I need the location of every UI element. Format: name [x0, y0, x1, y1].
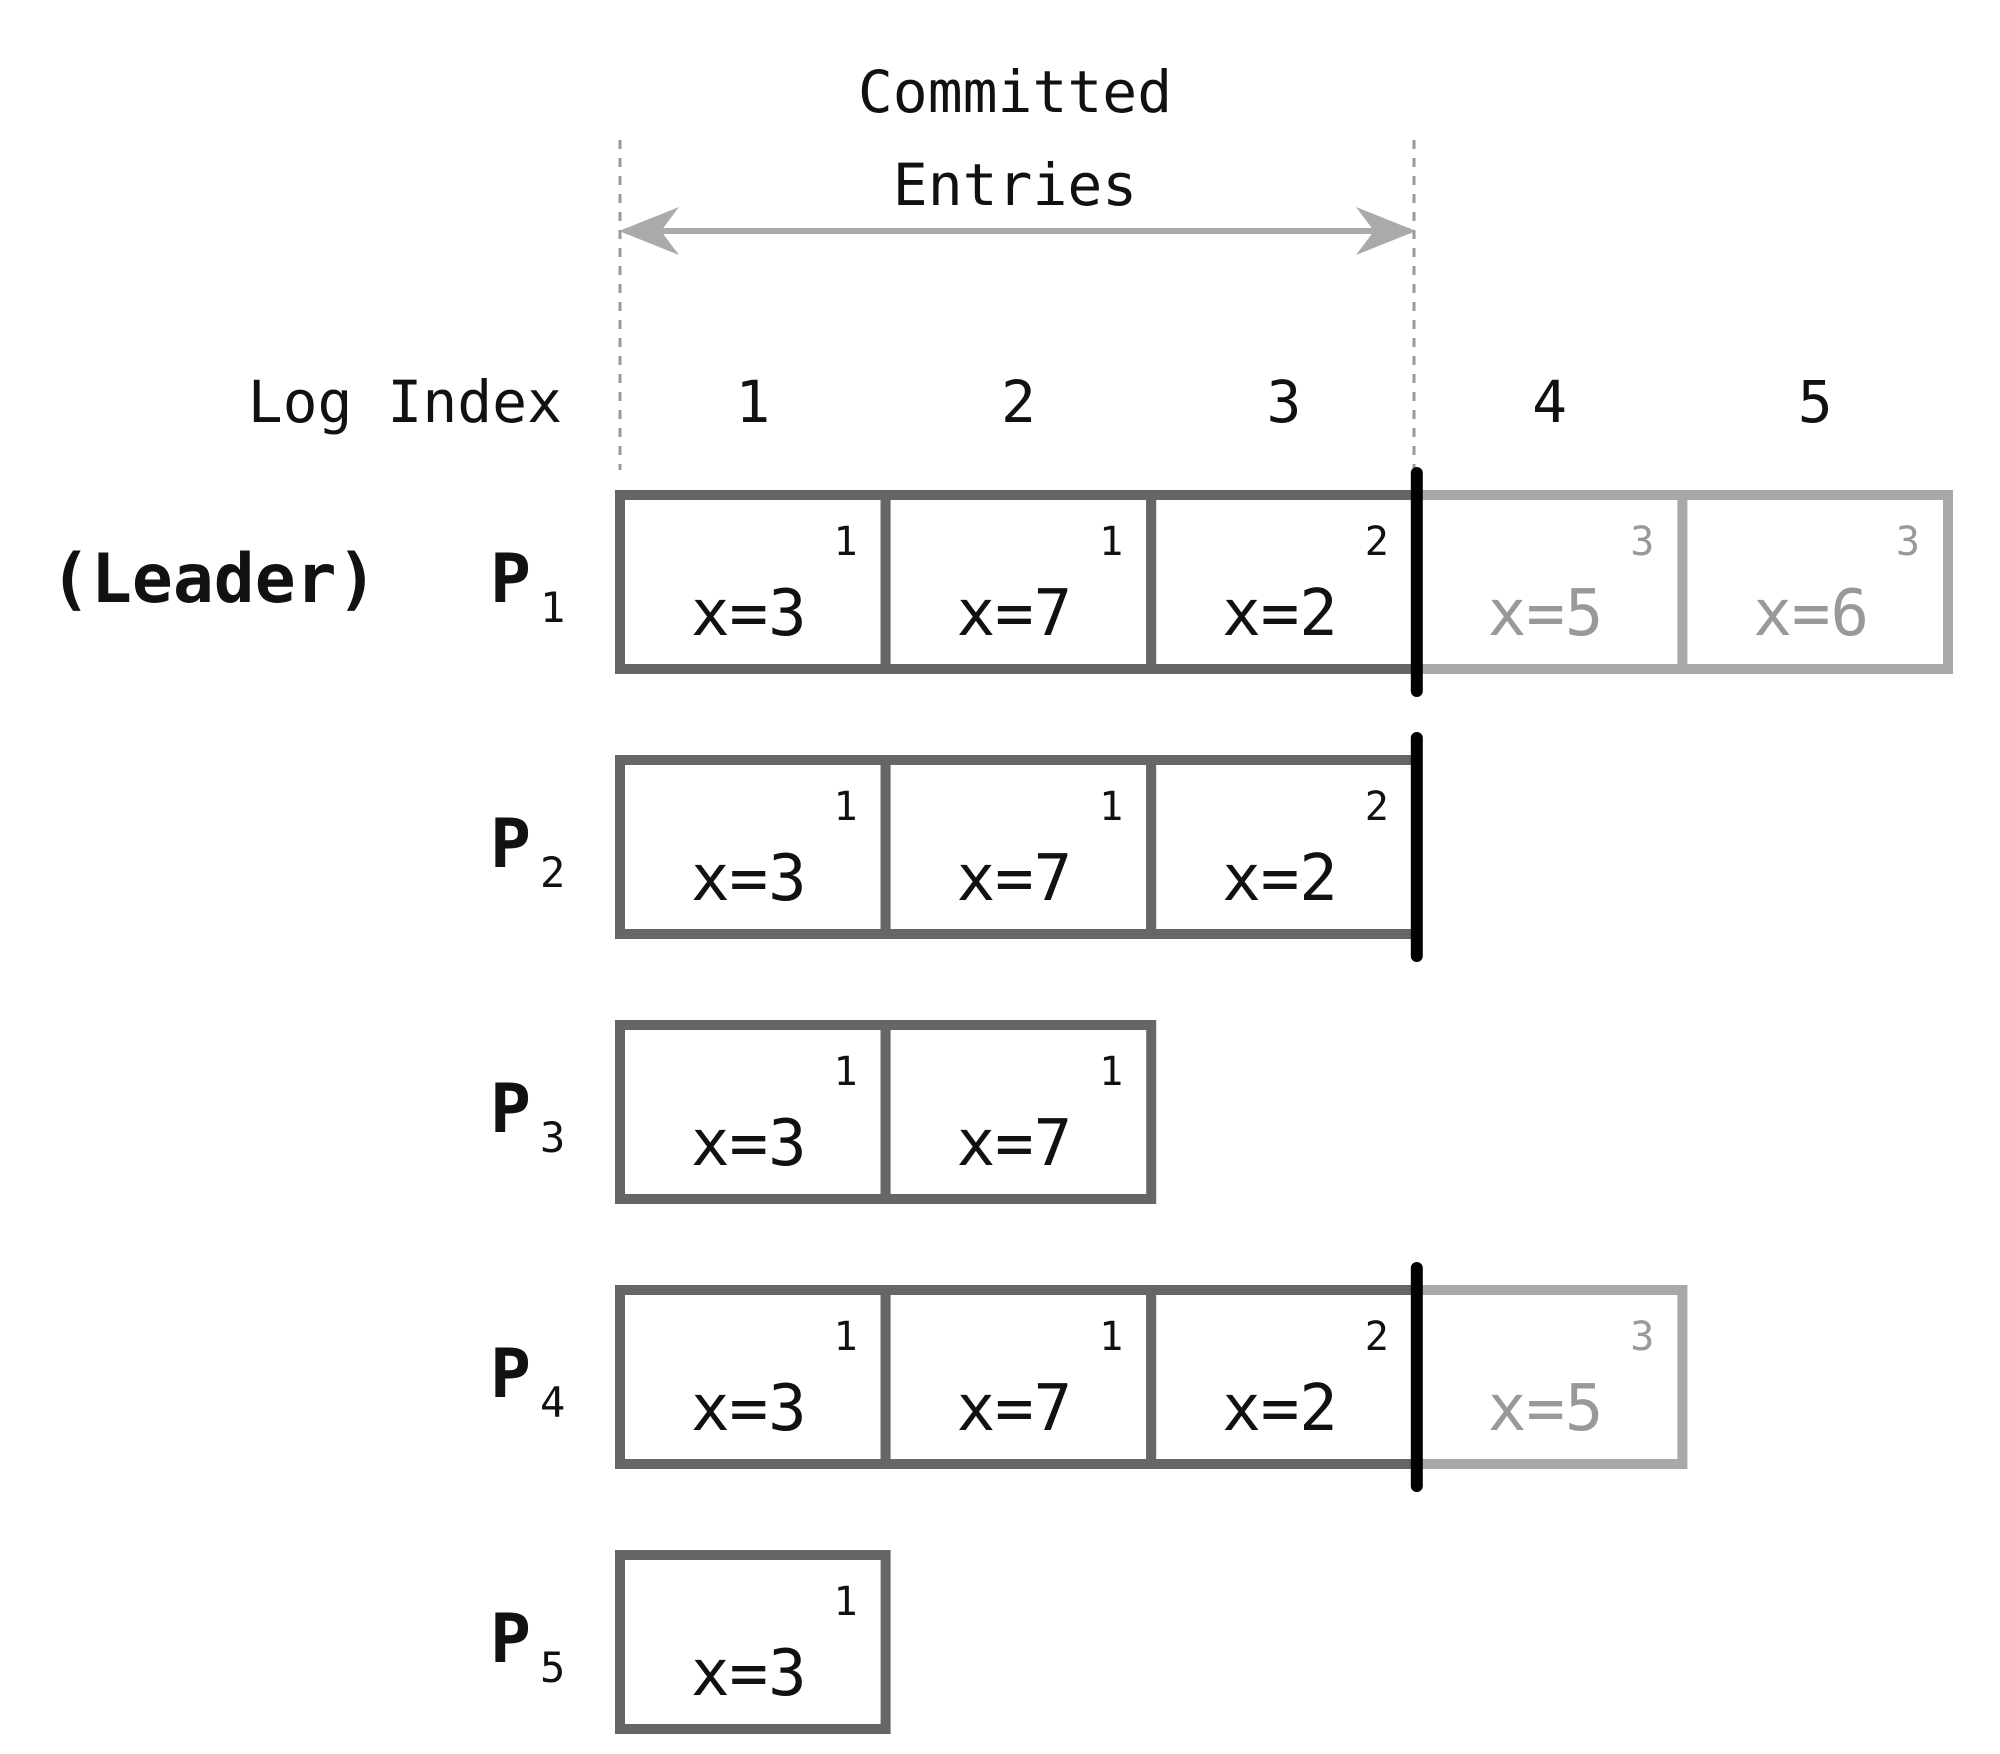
log-entry-box	[880, 490, 1157, 674]
log-entry-box	[880, 1285, 1157, 1469]
log-entry: 1 x=3	[615, 490, 891, 674]
process-subscript: 1	[540, 583, 565, 632]
role-label: (Leader)	[50, 540, 378, 619]
entry-command: x=3	[691, 1107, 807, 1181]
log-entry-box	[615, 1285, 891, 1469]
entry-term: 1	[834, 1314, 858, 1360]
entry-command: x=3	[691, 842, 807, 916]
entry-command: x=2	[1222, 577, 1338, 651]
log-index-row: Log Index 1 2 3 4 5	[248, 368, 1833, 436]
log-entry-box	[615, 1020, 891, 1204]
log-entry-box	[615, 490, 891, 674]
entry-command: x=7	[957, 1107, 1073, 1181]
log-entry: 1 x=3	[615, 1020, 891, 1204]
entry-command: x=3	[691, 577, 807, 651]
committed-label-line2: Entries	[893, 151, 1137, 219]
log-entry: 1 x=3	[615, 755, 891, 939]
log-index-2: 2	[1001, 368, 1036, 436]
entry-term: 1	[834, 1049, 858, 1095]
entry-term: 3	[1896, 519, 1920, 565]
entry-command: x=7	[957, 842, 1073, 916]
log-entry: 2 x=2	[1146, 755, 1422, 939]
entry-term: 1	[1099, 1049, 1123, 1095]
log-entry-box	[1677, 490, 1954, 674]
entry-term: 1	[834, 519, 858, 565]
log-entry: 1 x=7	[880, 490, 1157, 674]
entry-command: x=7	[957, 1372, 1073, 1446]
committed-label-line1: Committed	[858, 58, 1172, 126]
entry-command: x=7	[957, 577, 1073, 651]
log-entry-box	[880, 1020, 1157, 1204]
log-entry-box	[615, 755, 891, 939]
entry-term: 1	[834, 784, 858, 830]
log-index-1: 1	[735, 368, 770, 436]
committed-entries-header: Committed Entries	[618, 58, 1416, 470]
entry-term: 3	[1630, 1314, 1654, 1360]
process-subscript: 2	[540, 848, 565, 897]
entry-term: 1	[1099, 784, 1123, 830]
entry-term: 1	[1099, 1314, 1123, 1360]
log-entry: 1 x=7	[880, 1285, 1157, 1469]
process-name: P	[490, 1070, 531, 1149]
log-entry-box	[880, 755, 1157, 939]
entry-term: 1	[834, 1579, 858, 1625]
log-entry: 3 x=5	[1411, 490, 1688, 674]
log-entry: 1 x=7	[880, 1020, 1157, 1204]
log-entry: 2 x=2	[1146, 490, 1422, 674]
log-entry-box	[1146, 490, 1422, 674]
entry-command: x=3	[691, 1372, 807, 1446]
entry-term: 3	[1630, 519, 1654, 565]
entry-term: 2	[1365, 784, 1389, 830]
entry-command: x=3	[691, 1637, 807, 1711]
entry-command: x=5	[1488, 1372, 1604, 1446]
process-subscript: 4	[540, 1378, 565, 1427]
entry-term: 2	[1365, 1314, 1389, 1360]
log-index-4: 4	[1532, 368, 1567, 436]
log-entry-box	[1146, 1285, 1422, 1469]
entry-term: 2	[1365, 519, 1389, 565]
log-index-label: Log Index	[248, 368, 562, 436]
process-subscript: 5	[540, 1643, 565, 1692]
process-name: P	[490, 805, 531, 884]
log-entry: 1 x=3	[615, 1285, 891, 1469]
process-name: P	[490, 1335, 531, 1414]
log-index-3: 3	[1267, 368, 1302, 436]
entry-term: 1	[1099, 519, 1123, 565]
log-entry-box	[615, 1550, 891, 1734]
log-index-numbers: 1 2 3 4 5	[735, 368, 1832, 436]
entry-command: x=2	[1222, 842, 1338, 916]
process-name: P	[490, 540, 531, 619]
log-entry: 2 x=2	[1146, 1285, 1422, 1469]
entry-command: x=2	[1222, 1372, 1338, 1446]
log-entry-box	[1146, 755, 1422, 939]
log-entry: 3 x=6	[1677, 490, 1954, 674]
log-entry: 1 x=7	[880, 755, 1157, 939]
log-entry: 3 x=5	[1411, 1285, 1688, 1469]
process-subscript: 3	[540, 1113, 565, 1162]
log-index-5: 5	[1798, 368, 1833, 436]
process-name: P	[490, 1600, 531, 1679]
entry-command: x=5	[1488, 577, 1604, 651]
log-entry: 1 x=3	[615, 1550, 891, 1734]
entry-command: x=6	[1753, 577, 1869, 651]
